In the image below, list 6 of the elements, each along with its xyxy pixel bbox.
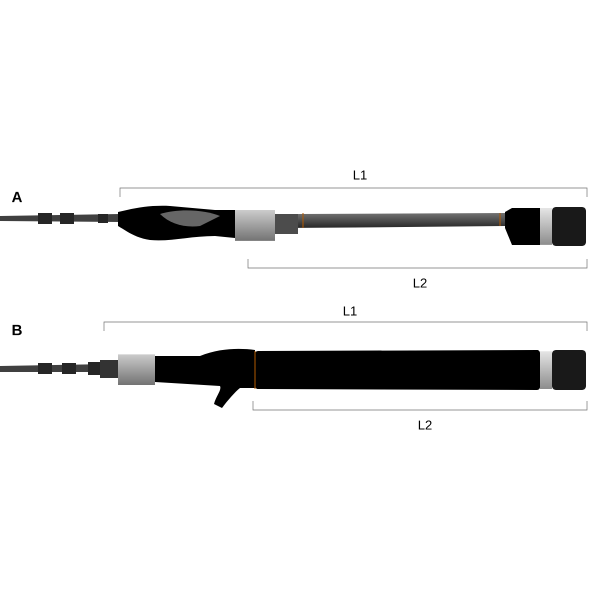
rod-letter: A — [12, 192, 22, 202]
dimension-label: L2 — [418, 420, 432, 430]
rod-letter: B — [12, 324, 22, 336]
dimension-label: L2 — [414, 278, 427, 288]
dimension-label: L1 — [354, 170, 367, 180]
dimension-label: L1 — [344, 306, 357, 316]
